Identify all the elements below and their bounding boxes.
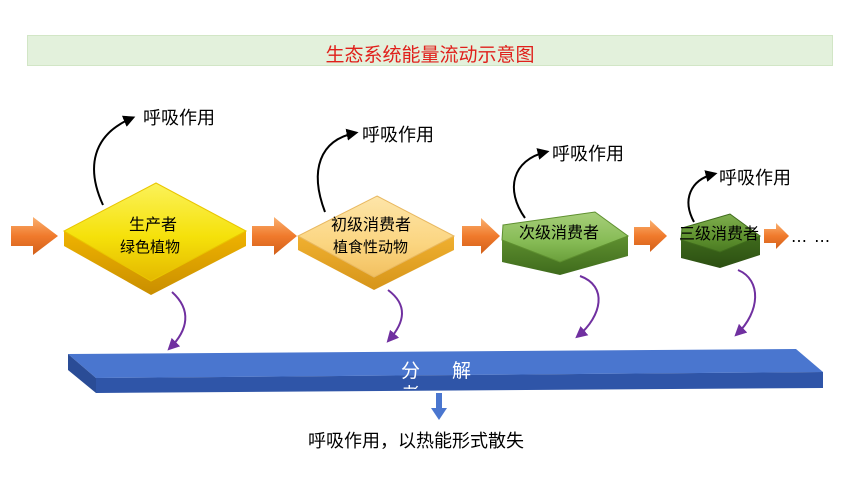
flow-arrow	[764, 223, 789, 249]
respiration-label: 呼吸作用	[362, 125, 434, 146]
continuation-ellipsis: … …	[791, 227, 832, 246]
respiration-label: 呼吸作用	[143, 108, 215, 129]
decomposition-arrow	[167, 291, 187, 351]
decomposition-arrow	[575, 275, 600, 339]
decomposer-bar	[68, 349, 823, 393]
secondary-consumer-label: 次级消费者	[519, 223, 600, 242]
producer-label: 生产者	[129, 215, 178, 234]
decomposition-arrow	[734, 269, 757, 337]
node-producer	[62, 182, 248, 295]
diagram-title: 生态系统能量流动示意图	[325, 44, 535, 66]
decomposer-char: 解	[452, 360, 472, 382]
flow-arrow	[252, 217, 297, 255]
producer-sublabel: 绿色植物	[120, 238, 181, 256]
heat-loss-arrow-shaft	[436, 393, 442, 411]
respiration-label: 呼吸作用	[719, 168, 791, 189]
heat-loss-label: 呼吸作用，以热能形式散失	[308, 431, 524, 452]
decomposer-char: 者	[401, 380, 420, 389]
primary-consumer-label: 初级消费者	[331, 215, 412, 234]
respiration-arrow	[93, 115, 136, 206]
heat-loss-arrow-head	[431, 408, 447, 420]
primary-consumer-sublabel: 植食性动物	[333, 238, 409, 256]
flow-arrow	[462, 218, 500, 254]
flow-arrow	[634, 220, 667, 252]
tertiary-consumer-label: 三级消费者	[679, 224, 760, 243]
flow-arrow	[11, 217, 58, 255]
respiration-arrow	[316, 128, 359, 213]
respiration-arrow	[512, 148, 550, 219]
title-bar: 生态系统能量流动示意图	[27, 35, 833, 66]
node-tertiary-consumer	[680, 213, 762, 268]
respiration-label: 呼吸作用	[552, 144, 624, 165]
decomposition-arrow	[386, 289, 403, 343]
respiration-arrow	[687, 170, 718, 223]
node-primary-consumer	[296, 195, 456, 290]
node-secondary-consumer	[501, 211, 630, 275]
decomposer-char: 分	[401, 360, 421, 382]
